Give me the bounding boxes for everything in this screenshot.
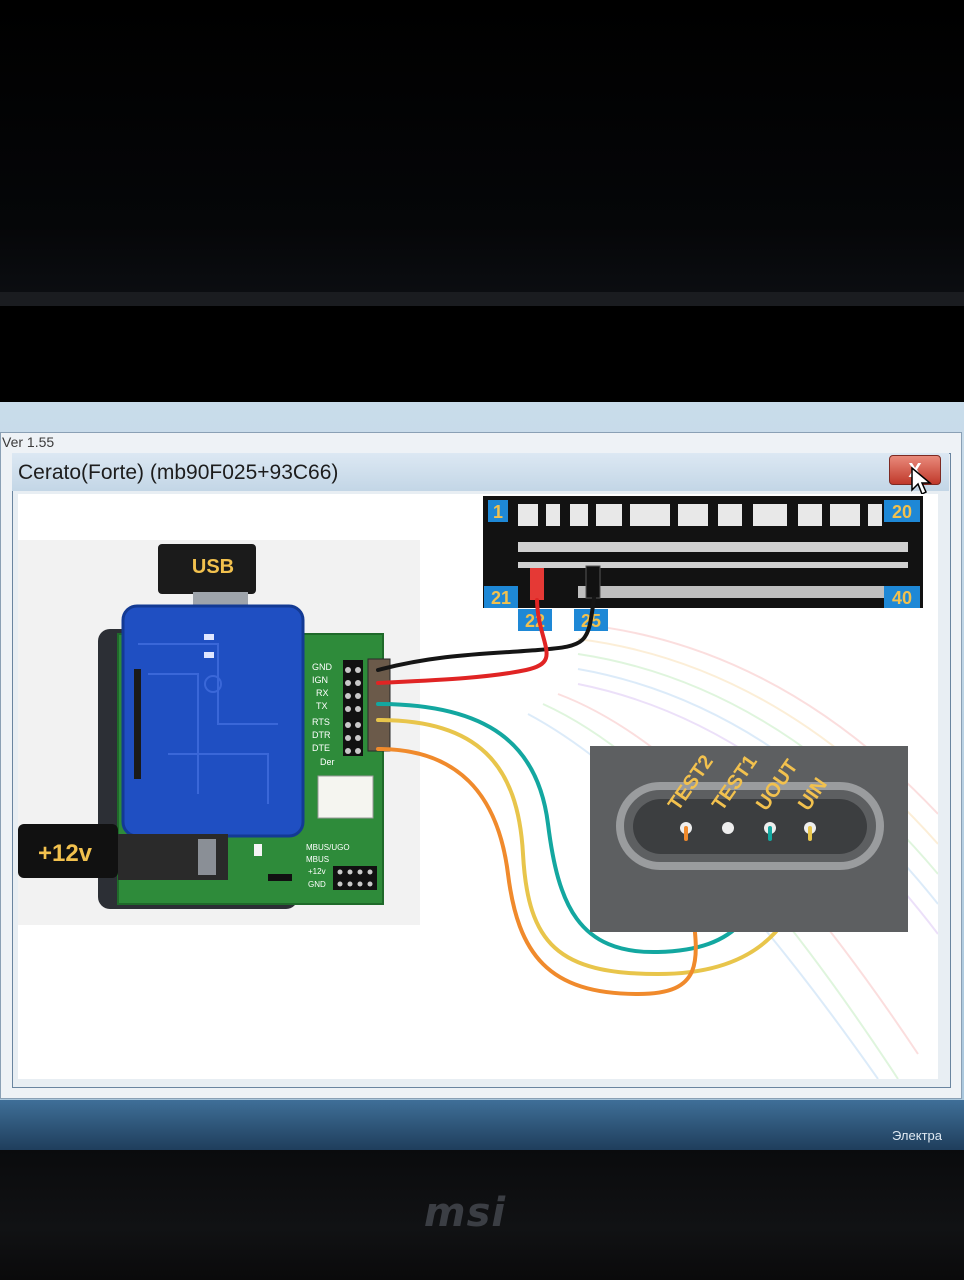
pcb-pin-labels: GND IGN RX TX RTS DTR DTE Der [312,662,335,767]
usb-module [121,604,305,838]
pcb-label-gnd: GND [312,662,333,672]
ecu-connector-bottom-pins [578,586,908,598]
power-plug [18,824,118,878]
pcb-lower-labels: MBUS/UGO MBUS +12v GND [306,843,350,889]
usb-plug [158,544,256,594]
background-window-title: Ver 1.55 [2,434,55,450]
pin-tag-21 [484,586,518,608]
mouse-cursor-icon [911,466,932,496]
pcb-label-der: Der [320,757,335,767]
red-wire [376,598,549,685]
brand-logo: msi [423,1190,507,1236]
pin-21-label: 21 [491,588,511,608]
wiring-diagram: USB GND IGN RX TX RTS DTR DTE Der [18,496,923,997]
taskbar [0,1100,964,1150]
connector-pin-tags: 1 20 21 40 22 25 [484,500,920,631]
background-list-fragment [0,628,14,1058]
monitor-bezel-bottom [0,1150,964,1280]
pcb-label-rts: RTS [312,717,330,727]
usb-module-pin-row [134,669,141,779]
power-label: +12v [38,840,93,867]
red-probe [530,568,544,600]
black-wire [376,596,596,672]
pcb-lower-label-mbus-ugo: MBUS/UGO [306,843,350,852]
pcb-lower-label-mbus: MBUS [306,855,329,864]
pin-tag-20 [884,500,920,522]
pin-20-label: 20 [892,502,912,522]
ecu-port-recess [633,799,867,854]
dialog-title: Cerato(Forte) (mb90F025+93C66) [18,461,339,484]
usb-label: USB [192,556,234,578]
black-probe [585,565,601,599]
pin-tag-22 [518,609,552,631]
pcb-resistor [268,874,292,881]
pin-tag-1 [488,500,508,522]
ecu-connector-middle-pins [518,542,908,568]
wire-ends [684,826,812,841]
pin-40-label: 40 [892,588,912,608]
pcb-led [254,844,262,856]
pcb-label-dte: DTE [312,743,330,753]
ecu-port-outline [616,782,884,870]
power-jack-metal [198,839,216,875]
pcb-lower-label-gnd: GND [308,880,326,889]
pcb-label-dtr: DTR [312,730,331,740]
ecu-connector-top-pins [518,504,882,526]
pin-1-label: 1 [493,502,503,522]
taskbar-label: Электра [892,1128,942,1143]
orange-wire [376,747,698,997]
pcb-label-tx: TX [316,701,328,711]
usb-module-pins [204,634,214,658]
monitor-bezel-top [0,0,964,300]
pin-tag-40 [884,586,920,608]
monitor-bezel-edge [0,292,964,306]
pin-header-pins [345,667,361,754]
pcb-label-rx: RX [316,688,329,698]
usb-module-traces [138,643,278,804]
wiring-diagram-canvas: USB GND IGN RX TX RTS DTR DTE Der [18,494,938,1079]
relay-component [317,775,374,819]
lower-pin-header-pins [337,869,373,887]
dialog-titlebar[interactable] [12,453,949,491]
yellow-wire [376,718,812,977]
pcb-label-ign: IGN [312,675,328,685]
pcb-lower-label-12v: +12v [308,867,326,876]
